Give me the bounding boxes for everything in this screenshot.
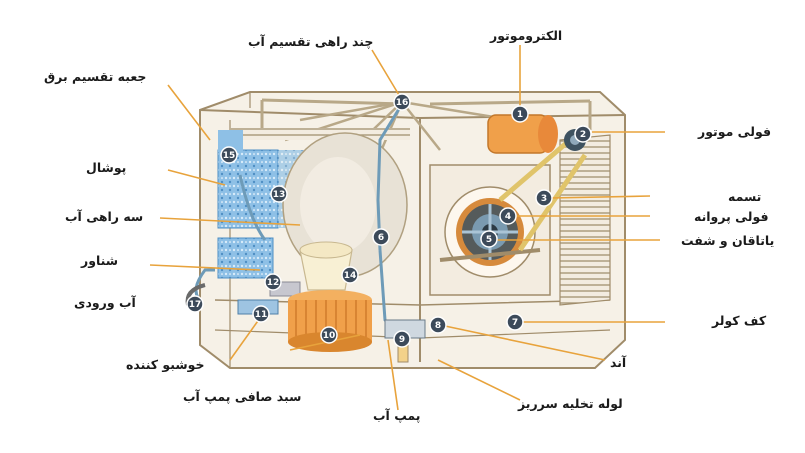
label-inlet: آب ورودی: [74, 295, 136, 310]
marker-number: 3: [541, 194, 547, 204]
marker-number: 14: [344, 271, 357, 281]
label-water-distributor: چند راهی تقسیم آب: [248, 34, 374, 49]
marker-number: 2: [580, 130, 586, 140]
marker-number: 15: [223, 151, 236, 161]
belt-shape: [498, 138, 588, 252]
leader-lines: [149, 45, 665, 411]
marker-14: 14: [341, 266, 359, 284]
marker-6: 6: [372, 228, 390, 246]
marker-7: 7: [506, 313, 524, 331]
label-freshener: خوشبو کننده: [126, 357, 205, 372]
marker-10: 10: [320, 326, 338, 344]
label-three-way: سه راهی آب: [65, 209, 144, 224]
label-float: شناور: [81, 253, 119, 268]
marker-number: 17: [189, 300, 202, 310]
label-motor-pulley: فولی موتور: [698, 124, 772, 139]
marker-number: 12: [267, 278, 280, 288]
marker-16: 16: [393, 93, 411, 111]
marker-number: 5: [486, 235, 492, 245]
marker-number: 4: [505, 212, 511, 222]
marker-number: 16: [396, 98, 409, 108]
label-bearing: یاتاقان و شفت: [681, 233, 775, 248]
marker-number: 8: [435, 321, 441, 331]
label-electric-box: جعبه تقسیم برق: [44, 69, 147, 84]
side-louvers: [559, 134, 611, 306]
label-motor: الکتروموتور: [490, 28, 563, 43]
marker-8: 8: [429, 316, 447, 334]
marker-4: 4: [499, 207, 517, 225]
marker-3: 3: [535, 189, 553, 207]
marker-number: 7: [512, 318, 518, 328]
marker-11: 11: [252, 305, 270, 323]
motor-shape: [487, 114, 586, 154]
blower-inner: [300, 157, 376, 253]
marker-number: 10: [323, 331, 336, 341]
marker-12: 12: [264, 273, 282, 291]
marker-number: 11: [255, 310, 268, 320]
marker-13: 13: [270, 185, 288, 203]
label-overflow: لوله تخلیه سرریز: [518, 396, 623, 411]
marker-number: 9: [399, 335, 405, 345]
top-frame: [260, 98, 592, 130]
marker-1: 1: [511, 105, 529, 123]
label-anode: آند: [610, 355, 627, 370]
marker-17: 17: [186, 295, 204, 313]
marker-5: 5: [480, 230, 498, 248]
marker-15: 15: [220, 146, 238, 164]
label-pump: پمپ آب: [373, 408, 421, 423]
marker-2: 2: [574, 125, 592, 143]
float-reservoir: [269, 241, 353, 297]
marker-number: 6: [378, 233, 384, 243]
label-belt: تسمه: [728, 189, 762, 204]
label-pump-filter: سبد صافی پمپ آب: [183, 389, 302, 404]
label-base: کف کولر: [712, 313, 767, 328]
label-pad: پوشال: [86, 160, 127, 175]
label-fan-pulley: فولی پروانه: [694, 209, 769, 224]
marker-number: 1: [517, 110, 523, 120]
marker-number: 13: [273, 190, 286, 200]
marker-9: 9: [393, 330, 411, 348]
